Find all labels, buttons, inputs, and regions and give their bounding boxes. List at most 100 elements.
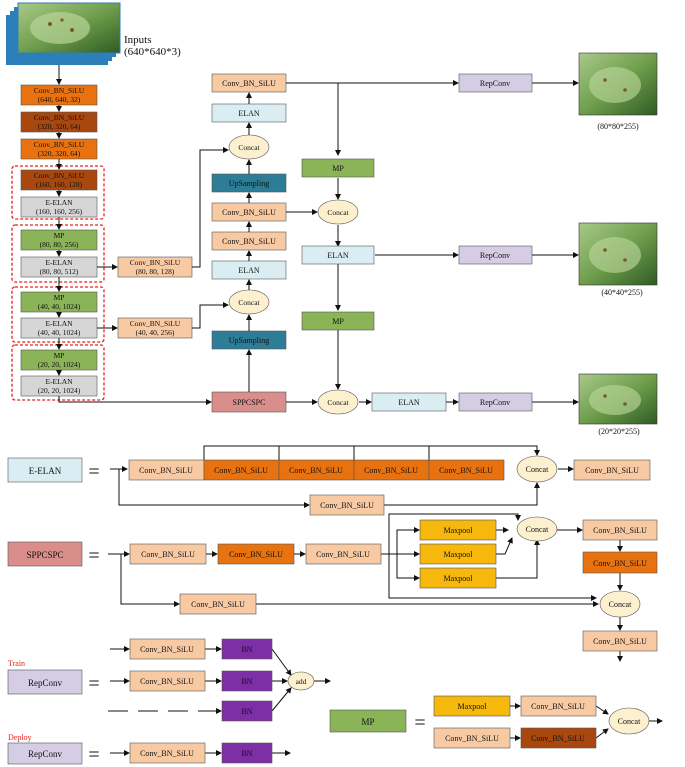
backbone-block-7: E-ELAN (80, 80, 512) — [20, 256, 98, 278]
repconv-1: RepConv — [458, 73, 533, 93]
spp-conv-1: Conv_BN_SiLU — [129, 543, 207, 565]
svg-text:Concat: Concat — [526, 525, 549, 534]
neck-sppcspc: SPPCSPC — [211, 391, 287, 413]
svg-text:Conv_BN_SiLU: Conv_BN_SiLU — [140, 677, 194, 686]
mp-equals: = — [414, 712, 425, 734]
repconv-train-equals: = — [88, 673, 99, 695]
spp-concat-1: Concat — [516, 516, 558, 542]
svg-text:Concat: Concat — [618, 717, 641, 726]
svg-text:Concat: Concat — [238, 298, 260, 307]
spp-equals: = — [88, 545, 99, 567]
svg-text:Conv_BN_SiLU: Conv_BN_SiLU — [141, 550, 195, 559]
svg-text:Conv_BN_SiLU: Conv_BN_SiLU — [191, 600, 245, 609]
eelan-legend-box: E-ELAN — [7, 457, 83, 483]
svg-text:Conv_BN_SiLU: Conv_BN_SiLU — [34, 171, 85, 180]
svg-text:E-ELAN: E-ELAN — [45, 198, 73, 207]
svg-text:MP: MP — [54, 231, 65, 240]
spp-arrows — [108, 513, 623, 662]
neck-conv-3: Conv_BN_SiLU — [211, 231, 287, 251]
output-shape-1: (80*80*255) — [597, 122, 639, 131]
svg-text:MP: MP — [54, 293, 65, 302]
repconv-deploy-legend-box: RepConv — [7, 742, 83, 765]
svg-text:BN: BN — [241, 677, 252, 686]
repconv-deploy-equals: = — [88, 744, 99, 766]
svg-text:ELAN: ELAN — [238, 109, 260, 118]
svg-text:Conv_BN_SiLU: Conv_BN_SiLU — [214, 466, 268, 475]
svg-text:Conv_BN_SiLU: Conv_BN_SiLU — [222, 79, 276, 88]
backbone-block-8: MP (40, 40, 1024) — [20, 291, 98, 313]
output-shape-3: (20*20*255) — [598, 427, 640, 436]
output-shape-2: (40*40*255) — [601, 288, 643, 297]
svg-text:(320, 320, 64): (320, 320, 64) — [38, 122, 81, 131]
eelan-out-conv: Conv_BN_SiLU — [573, 459, 651, 481]
svg-text:Concat: Concat — [609, 600, 632, 609]
svg-text:SPPCSPC: SPPCSPC — [233, 398, 266, 407]
svg-text:Conv_BN_SiLU: Conv_BN_SiLU — [593, 559, 647, 568]
neck-elan-3: ELAN — [301, 245, 375, 265]
mp-conv-top: Conv_BN_SiLU — [520, 695, 597, 717]
svg-text:Conv_BN_SiLU: Conv_BN_SiLU — [130, 319, 181, 328]
neck-concat-3: Concat — [317, 199, 359, 225]
svg-text:Concat: Concat — [327, 398, 349, 407]
spp-bottom-conv: Conv_BN_SiLU — [179, 593, 257, 615]
repconv-train-legend-box: RepConv — [7, 669, 83, 695]
svg-text:RepConv: RepConv — [28, 749, 63, 759]
repconv-3: RepConv — [458, 392, 533, 412]
repconv-train-bn-1: BN — [221, 638, 273, 660]
svg-text:ELAN: ELAN — [327, 251, 349, 260]
svg-text:SPPCSPC: SPPCSPC — [26, 550, 63, 560]
svg-text:Conv_BN_SiLU: Conv_BN_SiLU — [364, 466, 418, 475]
inputs-label: Inputs — [124, 34, 152, 46]
spp-right-conv-2: Conv_BN_SiLU — [582, 551, 658, 574]
svg-text:Conv_BN_SiLU: Conv_BN_SiLU — [139, 466, 193, 475]
svg-text:E-ELAN: E-ELAN — [45, 319, 73, 328]
eelan-bottom-conv: Conv_BN_SiLU — [309, 494, 385, 516]
side-conv-1: Conv_BN_SiLU (80, 80, 128) — [117, 256, 193, 278]
svg-text:Conv_BN_SiLU: Conv_BN_SiLU — [34, 140, 85, 149]
spp-maxpool-3: Maxpool — [419, 567, 497, 589]
svg-text:E-ELAN: E-ELAN — [45, 377, 73, 386]
repconv-train-bn-3: BN — [221, 700, 273, 722]
svg-text:MP: MP — [332, 317, 344, 326]
spp-maxpool-1: Maxpool — [419, 519, 497, 541]
eelan-conv-4: Conv_BN_SiLU — [353, 459, 430, 481]
repconv-deploy-bn: BN — [221, 742, 273, 764]
svg-text:(160, 160, 256): (160, 160, 256) — [36, 207, 83, 216]
svg-text:Maxpool: Maxpool — [444, 526, 474, 535]
svg-text:Maxpool: Maxpool — [444, 550, 474, 559]
svg-text:(40, 40, 1024): (40, 40, 1024) — [38, 302, 81, 311]
svg-text:(80, 80, 256): (80, 80, 256) — [40, 240, 79, 249]
backbone-block-9: E-ELAN (40, 40, 1024) — [20, 317, 98, 339]
svg-text:Conv_BN_SiLU: Conv_BN_SiLU — [222, 237, 276, 246]
mp-conv-bottom-left: Conv_BN_SiLU — [433, 727, 511, 749]
input-image-stack — [6, 2, 121, 65]
eelan-conv-2: Conv_BN_SiLU — [203, 459, 280, 481]
svg-text:(160, 160, 128): (160, 160, 128) — [36, 180, 83, 189]
svg-text:BN: BN — [241, 707, 252, 716]
output-image-2 — [578, 222, 658, 286]
svg-text:Conv_BN_SiLU: Conv_BN_SiLU — [585, 466, 639, 475]
repconv-2: RepConv — [458, 245, 533, 265]
neck-arrows — [192, 80, 579, 405]
svg-text:Maxpool: Maxpool — [458, 702, 488, 711]
svg-text:Conv_BN_SiLU: Conv_BN_SiLU — [140, 749, 194, 758]
inputs-shape: (640*640*3) — [124, 46, 181, 58]
repconv-train-conv-2: Conv_BN_SiLU — [129, 670, 206, 692]
backbone-block-3: Conv_BN_SiLU (320, 320, 64) — [20, 138, 98, 160]
svg-text:(20, 20, 1024): (20, 20, 1024) — [38, 386, 81, 395]
svg-text:Conv_BN_SiLU: Conv_BN_SiLU — [531, 702, 585, 711]
repconv-deploy-conv: Conv_BN_SiLU — [129, 742, 206, 764]
svg-text:Conv_BN_SiLU: Conv_BN_SiLU — [229, 550, 283, 559]
svg-text:Conv_BN_SiLU: Conv_BN_SiLU — [34, 113, 85, 122]
deploy-label: Deploy — [8, 733, 32, 742]
svg-text:Conv_BN_SiLU: Conv_BN_SiLU — [222, 208, 276, 217]
neck-conv-2: Conv_BN_SiLU — [211, 202, 287, 222]
svg-text:MP: MP — [332, 164, 344, 173]
repconv-train-add: add — [287, 671, 315, 691]
svg-text:Conv_BN_SiLU: Conv_BN_SiLU — [289, 466, 343, 475]
svg-text:RepConv: RepConv — [480, 79, 510, 88]
neck-mp-2: MP — [301, 311, 375, 331]
svg-text:BN: BN — [241, 645, 252, 654]
output-image-1 — [578, 52, 658, 116]
